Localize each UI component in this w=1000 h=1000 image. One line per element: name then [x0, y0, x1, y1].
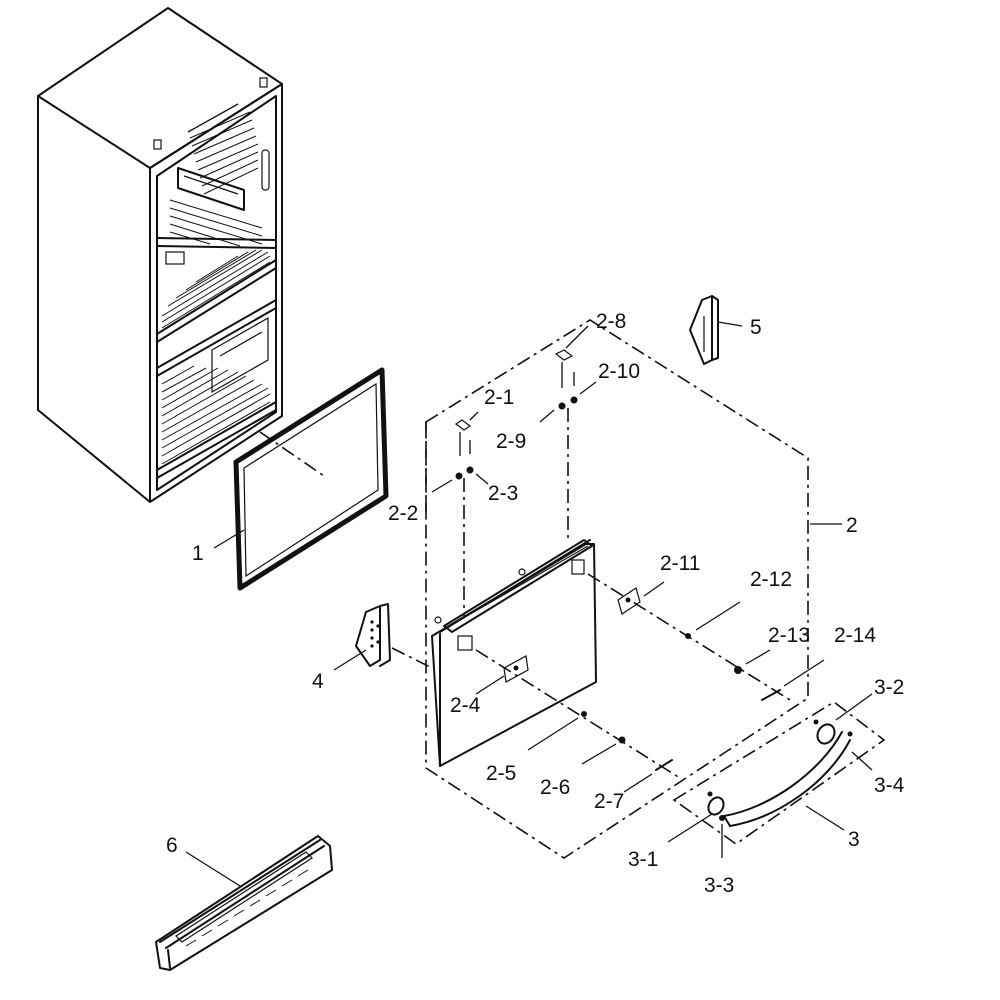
label-2-11: 2-11	[660, 552, 700, 575]
part-3-drawer-handle	[667, 693, 886, 858]
small-parts-2-8-2-10	[539, 325, 597, 423]
refrigerator-cabinet	[37, 7, 283, 503]
label-2-12: 2-12	[750, 568, 792, 591]
label-2: 2	[846, 514, 858, 537]
label-3: 3	[848, 828, 860, 851]
callout-labels: 1 2 2-1 2-2 2-3 2-4 2-5 2-6 2-7 2-8 2-9 …	[166, 310, 905, 897]
label-2-7: 2-7	[594, 790, 624, 813]
label-2-2: 2-2	[388, 502, 418, 525]
label-2-4: 2-4	[450, 694, 481, 717]
part-1-door-gasket	[213, 367, 389, 591]
label-6: 6	[166, 834, 178, 857]
label-2-3: 2-3	[488, 482, 518, 505]
label-5: 5	[750, 316, 762, 339]
label-3-2: 3-2	[874, 676, 904, 699]
part-5-right-rail-bracket	[689, 295, 743, 365]
label-2-10: 2-10	[598, 360, 640, 383]
part-6-door-bin	[155, 835, 333, 971]
label-2-14: 2-14	[834, 624, 876, 647]
label-2-6: 2-6	[540, 776, 570, 799]
label-2-9: 2-9	[496, 430, 526, 453]
label-2-13: 2-13	[768, 624, 810, 647]
label-2-8: 2-8	[596, 310, 626, 333]
small-parts-2-1-2-3	[431, 411, 489, 493]
part-2-drawer-assembly	[425, 319, 842, 859]
label-3-3: 3-3	[704, 874, 734, 897]
label-2-5: 2-5	[486, 762, 516, 785]
label-2-1: 2-1	[484, 386, 514, 409]
label-3-1: 3-1	[628, 848, 658, 871]
label-1: 1	[192, 542, 204, 565]
part-4-left-rail-bracket	[333, 603, 433, 671]
label-4: 4	[312, 670, 324, 693]
label-3-4: 3-4	[874, 774, 905, 797]
